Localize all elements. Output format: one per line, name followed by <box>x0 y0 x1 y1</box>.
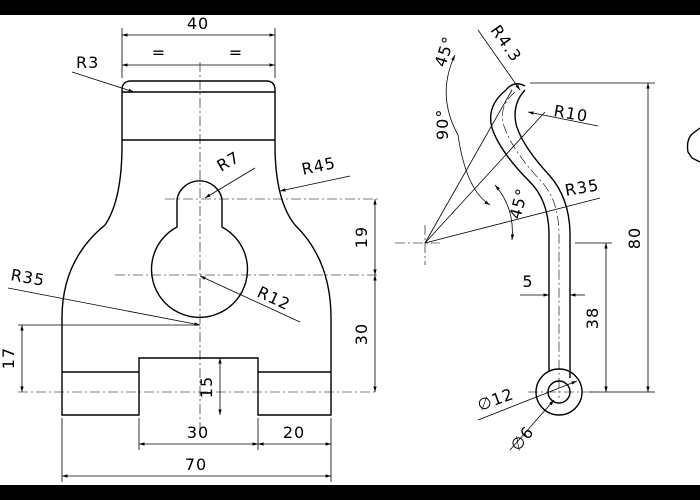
angle-arc-lower <box>494 184 515 241</box>
angle-arc: 90° <box>433 109 452 140</box>
side-view: R4.3 45° 90° R10 R35 45° 5 38 80 ∅12 ∅6 <box>395 21 655 455</box>
leader-r43 <box>477 29 521 91</box>
dim-notch-depth: 15 <box>197 376 216 398</box>
radius-bend-top: R10 <box>552 101 589 126</box>
radius-slot-bottom: R12 <box>254 282 293 314</box>
angle-tip: 45° <box>431 34 459 70</box>
leader-r7 <box>204 167 256 199</box>
dim-lower-height: 38 <box>583 307 602 329</box>
hook-outer-edge <box>489 89 550 372</box>
radius-tip: R4.3 <box>487 21 526 65</box>
leader-dia-6 <box>509 399 555 451</box>
radius-slot-top: R7 <box>214 147 244 175</box>
dia-inner: ∅6 <box>507 422 538 454</box>
dim-total-width: 70 <box>185 455 207 474</box>
keyhole-slot <box>150 180 249 319</box>
leader-r10 <box>527 111 599 127</box>
leader-dia-12 <box>477 380 578 421</box>
angle-arc-upper <box>445 54 459 136</box>
front-view-outline <box>61 80 332 416</box>
dim-foot-width: 20 <box>283 423 305 442</box>
dim-notch-width: 30 <box>187 423 209 442</box>
dim-hole-height: 30 <box>352 323 371 345</box>
leader-r3 <box>71 71 135 93</box>
radius-ray <box>424 89 513 244</box>
leader-r35-left <box>7 287 201 326</box>
hook-tip <box>505 83 526 91</box>
dim-foot-height: 17 <box>0 347 18 369</box>
hook-centerline <box>502 91 560 398</box>
dim-thickness: 5 <box>522 272 533 291</box>
top-border-band <box>0 0 700 15</box>
leader-r45 <box>279 175 351 192</box>
bottom-border-band <box>0 485 700 500</box>
dim-total-height: 80 <box>625 227 644 249</box>
radius-ray <box>424 111 546 244</box>
dim-width-top: 40 <box>187 14 209 33</box>
leader-r12 <box>199 275 301 323</box>
radius-bend: R35 <box>563 175 600 200</box>
equal-mark-left: = <box>152 43 166 62</box>
partial-view-edge <box>686 127 700 163</box>
dia-outer: ∅12 <box>475 384 517 415</box>
radius-side-lower: R35 <box>9 265 46 290</box>
radius-side-upper: R45 <box>300 153 338 179</box>
radius-corner: R3 <box>76 53 99 72</box>
front-view: 40 = = R3 R7 R45 R35 R12 19 30 <box>0 14 378 482</box>
equal-mark-right: = <box>229 43 243 62</box>
angle-lower: 45° <box>506 186 532 221</box>
angle-arc-90 <box>457 134 491 206</box>
dim-slot-height: 19 <box>352 226 371 248</box>
hook-inner-edge <box>514 89 571 378</box>
